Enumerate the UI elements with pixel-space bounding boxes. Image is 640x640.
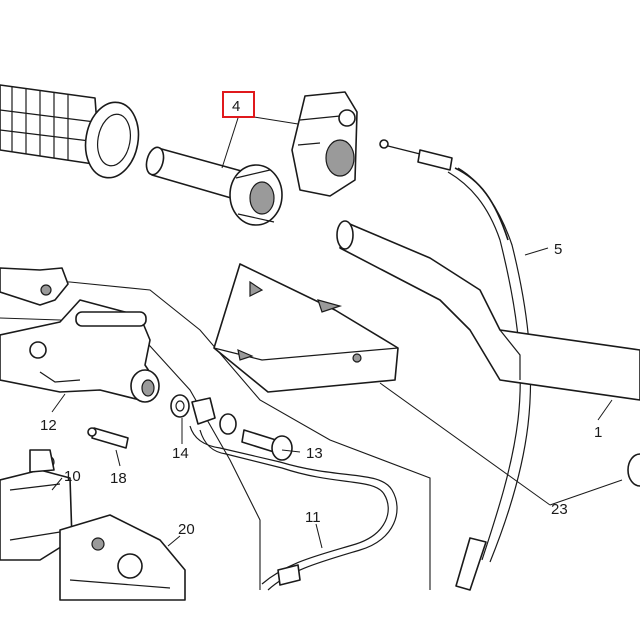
callout-23: 23 xyxy=(551,501,568,518)
callout-5: 5 xyxy=(554,241,562,258)
callout-14: 14 xyxy=(172,445,189,462)
callout-11: 11 xyxy=(305,509,321,526)
clutch-lever xyxy=(0,267,69,306)
lever-body xyxy=(0,299,160,403)
handlebar-grip xyxy=(0,84,140,179)
leader-lines xyxy=(51,116,623,549)
callout-10: 10 xyxy=(64,468,81,485)
throttle-cable-end xyxy=(379,139,453,171)
callout-20: 20 xyxy=(178,521,195,538)
master-cylinder xyxy=(0,449,73,561)
washer xyxy=(170,394,190,418)
brake-caliper xyxy=(59,514,186,601)
callout-4: 4 xyxy=(232,98,240,115)
frame-lines xyxy=(0,279,431,590)
highlight-box xyxy=(222,91,255,118)
bracket-plate xyxy=(213,263,399,393)
callout-1: 1 xyxy=(594,424,602,441)
handlebar xyxy=(336,220,640,487)
throttle-housing xyxy=(291,91,358,197)
callout-12: 12 xyxy=(40,417,57,434)
brake-hose xyxy=(189,425,398,591)
callout-13: 13 xyxy=(306,445,323,462)
banjo-bolt xyxy=(241,429,293,461)
throttle-tube xyxy=(145,146,283,226)
banjo-fitting xyxy=(191,397,237,435)
bleed-screw xyxy=(87,427,129,449)
callout-18: 18 xyxy=(110,470,127,487)
